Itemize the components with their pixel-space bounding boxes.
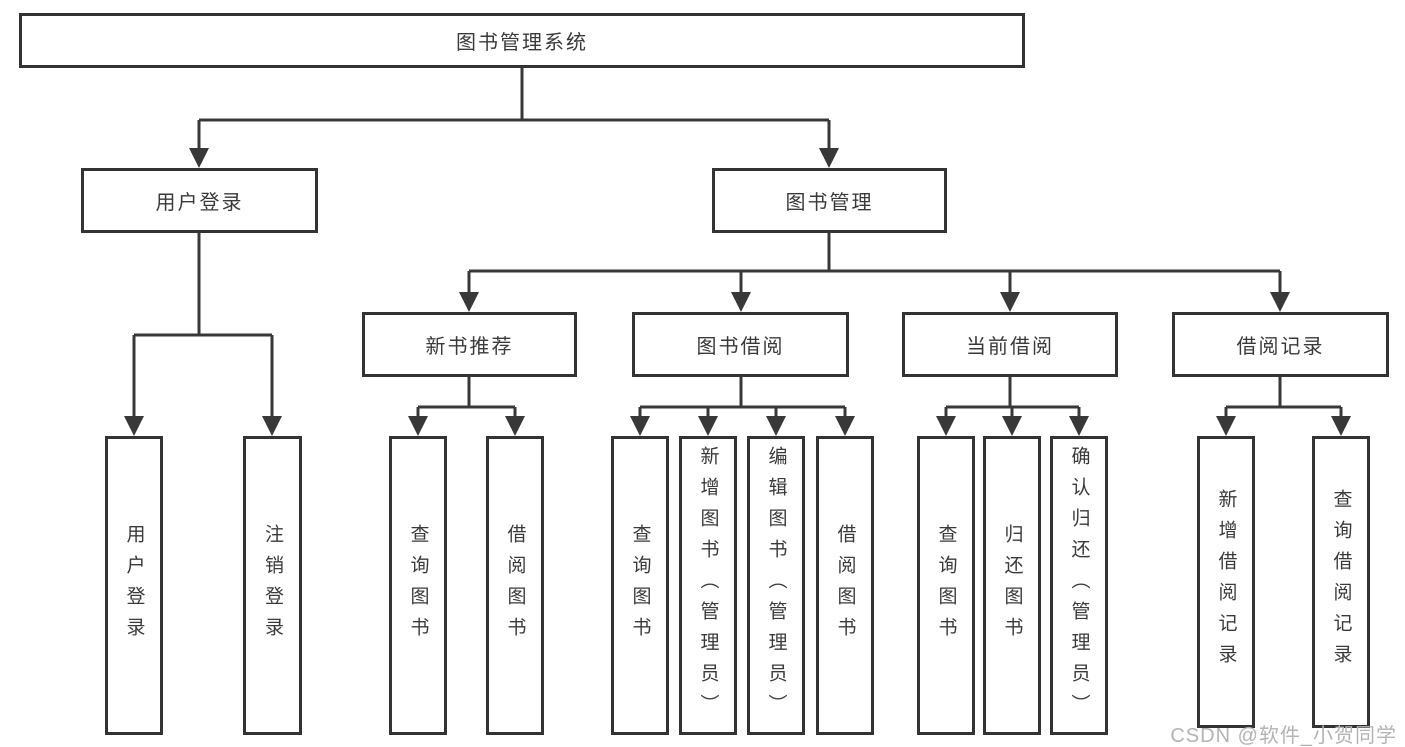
node-new-book-recommend: 新书推荐 (362, 312, 577, 377)
connector-book-borrow (638, 377, 847, 419)
leaf-records-add-record: 新增借阅记录 (1197, 436, 1255, 728)
leaf-current-return-books: 归还图书 (983, 436, 1041, 735)
leaf-recommend-borrow-books: 借阅图书 (486, 436, 544, 735)
node-user-login-label: 用户登录 (155, 192, 244, 214)
node-book-management-label: 图书管理 (785, 192, 874, 214)
leaf-records-query-record-label: 查询借阅记录 (1330, 489, 1352, 675)
leaf-recommend-borrow-books-label: 借阅图书 (504, 523, 526, 648)
leaf-current-return-books-label: 归还图书 (1001, 523, 1023, 648)
node-borrow-records: 借阅记录 (1172, 312, 1389, 377)
connector-current-borrow (944, 377, 1081, 419)
connector-root (197, 68, 831, 151)
leaf-user-login: 用户登录 (105, 436, 163, 735)
leaf-borrow-add-books-admin: 新增图书（管理员） (679, 436, 737, 735)
node-book-borrow: 图书借阅 (632, 312, 849, 377)
leaf-logout-label: 注销登录 (262, 523, 283, 648)
leaf-borrow-query-books: 查询图书 (611, 436, 669, 735)
node-book-borrow-label: 图书借阅 (696, 336, 785, 358)
leaf-borrow-edit-books-admin: 编辑图书（管理员） (747, 436, 805, 735)
leaf-borrow-borrow-books-label: 借阅图书 (834, 523, 856, 648)
node-root-label: 图书管理系统 (456, 32, 588, 54)
leaf-borrow-add-books-admin-label: 新增图书（管理员） (697, 446, 719, 725)
leaf-current-confirm-return-admin: 确认归还（管理员） (1050, 436, 1108, 735)
connector-new-book-recommend (416, 377, 517, 419)
connector-borrow-records (1224, 377, 1343, 419)
leaf-current-confirm-return-admin-label: 确认归还（管理员） (1068, 446, 1090, 725)
leaf-current-query-books: 查询图书 (917, 436, 975, 735)
leaf-borrow-edit-books-admin-label: 编辑图书（管理员） (765, 446, 787, 725)
connector-user-login (132, 233, 274, 419)
leaf-borrow-borrow-books: 借阅图书 (816, 436, 874, 735)
node-root: 图书管理系统 (19, 13, 1025, 68)
leaf-records-query-record: 查询借阅记录 (1312, 436, 1370, 728)
node-user-login: 用户登录 (81, 168, 318, 233)
node-current-borrow: 当前借阅 (902, 312, 1118, 377)
node-borrow-records-label: 借阅记录 (1236, 336, 1325, 358)
leaf-logout: 注销登录 (243, 436, 302, 735)
node-book-management: 图书管理 (712, 168, 947, 233)
leaf-recommend-query-books: 查询图书 (389, 436, 447, 735)
node-new-book-recommend-label: 新书推荐 (425, 336, 514, 358)
leaf-borrow-query-books-label: 查询图书 (629, 523, 651, 648)
watermark: CSDN @软件_小贺同学 (1170, 725, 1397, 747)
node-current-borrow-label: 当前借阅 (966, 336, 1054, 358)
leaf-recommend-query-books-label: 查询图书 (407, 523, 429, 648)
leaf-current-query-books-label: 查询图书 (935, 523, 957, 648)
leaf-user-login-label: 用户登录 (123, 523, 145, 648)
leaf-records-add-record-label: 新增借阅记录 (1215, 489, 1237, 675)
connector-book-management (467, 233, 1282, 295)
